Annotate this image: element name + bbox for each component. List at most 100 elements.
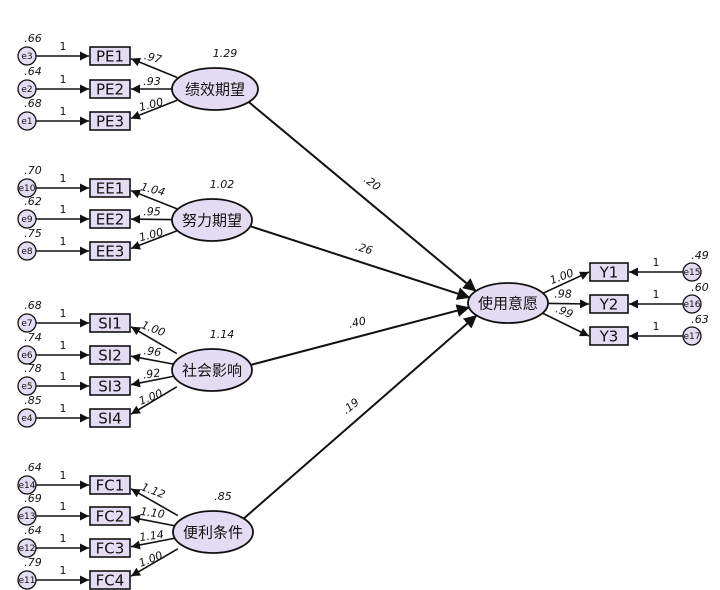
indicator-box-fc4 [89, 570, 131, 590]
indicator-label-pe2: PE2 [96, 81, 124, 99]
error-circle-pe3 [17, 111, 37, 131]
loading-value-fc2: 1.10 [139, 505, 165, 521]
error-variance-y3: .63 [691, 313, 709, 326]
indicator-label-ee3: EE3 [96, 243, 125, 261]
indicator-box-fc1 [89, 475, 131, 495]
latent-variance-fc: .85 [214, 490, 232, 503]
error-name-y3: e17 [684, 332, 701, 342]
error-name-y1: e15 [684, 268, 701, 278]
loading-value-fc1: 1.12 [139, 480, 167, 501]
loading-value-ee1: 1.04 [139, 180, 166, 199]
error-name-y2: e16 [684, 300, 701, 310]
indicator-label-si2: SI2 [98, 347, 122, 365]
error-variance-si4: .85 [24, 394, 42, 407]
error-circle-fc3 [17, 538, 37, 558]
error-circle-pe2 [17, 79, 37, 99]
loading-arrow-fc2 [130, 514, 178, 528]
latent-intention [467, 282, 549, 324]
error-circle-si1 [17, 313, 37, 333]
indicator-label-fc1: FC1 [96, 477, 125, 495]
error-weight-si3: 1 [60, 370, 67, 383]
error-weight-pe2: 1 [60, 73, 67, 86]
error-weight-si1: 1 [60, 307, 67, 320]
error-circle-pe1 [17, 46, 37, 66]
latent-variance-ee: 1.02 [210, 178, 235, 191]
indicator-label-si4: SI4 [98, 410, 122, 428]
loading-value-pe2: .93 [143, 75, 161, 88]
error-name-fc4: e11 [19, 576, 36, 586]
indicator-label-fc2: FC2 [96, 508, 125, 526]
indicator-box-ee1 [89, 178, 131, 198]
error-name-ee1: e10 [19, 184, 36, 194]
indicator-label-fc3: FC3 [96, 540, 125, 558]
latent-label-si: 社会影响 [182, 362, 242, 380]
error-weight-ee1: 1 [60, 172, 67, 185]
indicator-label-y2: Y2 [599, 296, 619, 314]
indicator-label-y3: Y3 [599, 328, 619, 346]
error-variance-ee3: .75 [24, 227, 42, 240]
error-name-fc3: e12 [19, 544, 36, 554]
loading-arrow-si1 [130, 326, 178, 355]
error-variance-ee1: .70 [24, 164, 42, 177]
indicator-box-si3 [89, 376, 131, 396]
loading-arrow-ee2 [130, 214, 177, 224]
error-name-si1: e7 [21, 319, 32, 329]
error-weight-y1: 1 [653, 256, 660, 269]
path-coef-si: .40 [347, 314, 367, 331]
loading-value-si3: .92 [142, 366, 161, 381]
error-name-pe1: e3 [21, 52, 32, 62]
path-pe-to-intention [247, 100, 477, 293]
indicator-label-y1: Y1 [599, 264, 619, 282]
indicator-label-ee1: EE1 [96, 180, 125, 198]
indicator-box-y3 [589, 326, 629, 346]
error-weight-fc1: 1 [60, 469, 67, 482]
error-weight-pe1: 1 [60, 40, 67, 53]
error-variance-si2: .74 [24, 331, 42, 344]
path-ee-to-intention [248, 224, 471, 300]
error-variance-pe3: .68 [24, 97, 42, 110]
latent-label-intention: 使用意愿 [478, 295, 538, 313]
error-circle-ee2 [17, 209, 37, 229]
loading-value-ee3: 1.00 [138, 226, 165, 245]
error-circle-y1 [682, 262, 702, 282]
loading-arrow-pe1 [130, 57, 178, 79]
error-variance-si3: .78 [24, 362, 42, 375]
latent-si [171, 348, 253, 392]
indicator-box-y2 [589, 294, 629, 314]
indicator-box-ee3 [89, 241, 131, 261]
error-name-fc2: e13 [19, 512, 36, 522]
error-name-pe2: e2 [21, 85, 32, 95]
loading-arrow-fc4 [130, 548, 179, 577]
error-weight-fc2: 1 [60, 500, 67, 513]
loading-value-fc4: 1.00 [137, 549, 165, 570]
loading-value-fc3: 1.14 [139, 528, 165, 544]
loading-arrow-si4 [130, 386, 178, 415]
error-circle-si2 [17, 345, 37, 365]
error-circle-fc2 [17, 506, 37, 526]
indicator-box-si1 [89, 313, 131, 333]
error-circle-y3 [682, 326, 702, 346]
error-weight-si4: 1 [60, 402, 67, 415]
error-weight-si2: 1 [60, 339, 67, 352]
indicator-box-fc2 [89, 506, 131, 526]
loading-value-si2: .96 [143, 344, 162, 359]
error-weight-fc3: 1 [60, 532, 67, 545]
error-circle-y2 [682, 294, 702, 314]
error-weight-y2: 1 [653, 288, 660, 301]
error-name-si2: e6 [21, 351, 33, 361]
indicator-label-ee2: EE2 [96, 211, 125, 229]
error-circle-ee3 [17, 241, 37, 261]
path-si-to-intention [248, 304, 471, 367]
latent-variance-pe: 1.29 [213, 47, 238, 60]
loading-arrow-y3 [541, 312, 590, 337]
path-coef-ee: .26 [354, 240, 374, 257]
indicator-box-fc3 [89, 538, 131, 558]
error-variance-fc2: .69 [24, 492, 42, 505]
error-variance-pe2: .64 [24, 65, 42, 78]
indicator-box-pe2 [89, 79, 131, 99]
indicator-label-fc4: FC4 [96, 572, 125, 590]
error-weight-y3: 1 [653, 320, 660, 333]
indicator-box-pe1 [89, 46, 131, 66]
indicator-label-pe3: PE3 [96, 113, 124, 131]
